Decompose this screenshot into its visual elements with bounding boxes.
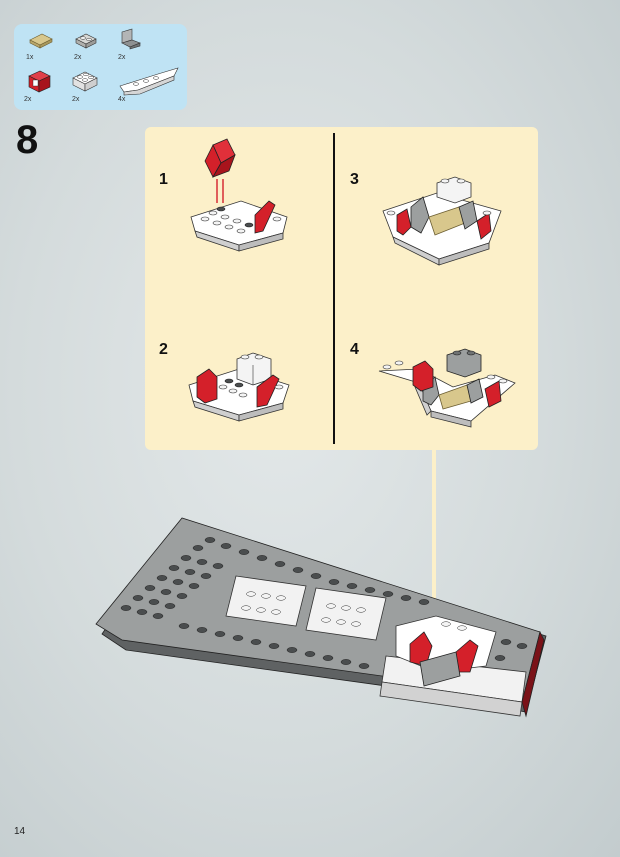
light-gray-brick-icon xyxy=(75,33,97,49)
callout-connector xyxy=(432,450,436,602)
sub-step-1-model-icon xyxy=(190,138,288,252)
dark-studs xyxy=(120,537,528,669)
white-studs xyxy=(241,591,467,631)
sub-step-number: 4 xyxy=(350,341,359,358)
part-qty: 2x xyxy=(118,54,126,61)
main-assembly-model-icon xyxy=(95,517,547,718)
part-qty: 1x xyxy=(26,54,34,61)
parts-list: 1x 2x 2x 2x 2x 4x xyxy=(14,24,187,110)
sub-step-number: 3 xyxy=(350,171,359,188)
page-number: 14 xyxy=(14,826,26,837)
sub-step-4-model-icon xyxy=(378,348,516,428)
sub-step-2-model-icon xyxy=(188,352,290,422)
sub-step-number: 2 xyxy=(159,341,168,358)
sub-step-3-model-icon xyxy=(382,176,502,266)
tan-plate-icon xyxy=(29,33,53,49)
red-slope-icon xyxy=(28,70,51,93)
white-brick-icon xyxy=(72,71,98,92)
white-wedge-icon xyxy=(119,67,179,96)
part-qty: 4x xyxy=(118,96,126,103)
part-qty: 2x xyxy=(24,96,32,103)
step-number: 8 xyxy=(16,118,39,162)
part-qty: 2x xyxy=(72,96,80,103)
part-qty: 2x xyxy=(74,54,82,61)
sub-step-number: 1 xyxy=(159,171,168,188)
sub-step-panel: 1 2 3 4 xyxy=(145,127,538,450)
dark-gray-bracket-icon xyxy=(121,28,141,50)
panel-divider xyxy=(333,133,335,444)
